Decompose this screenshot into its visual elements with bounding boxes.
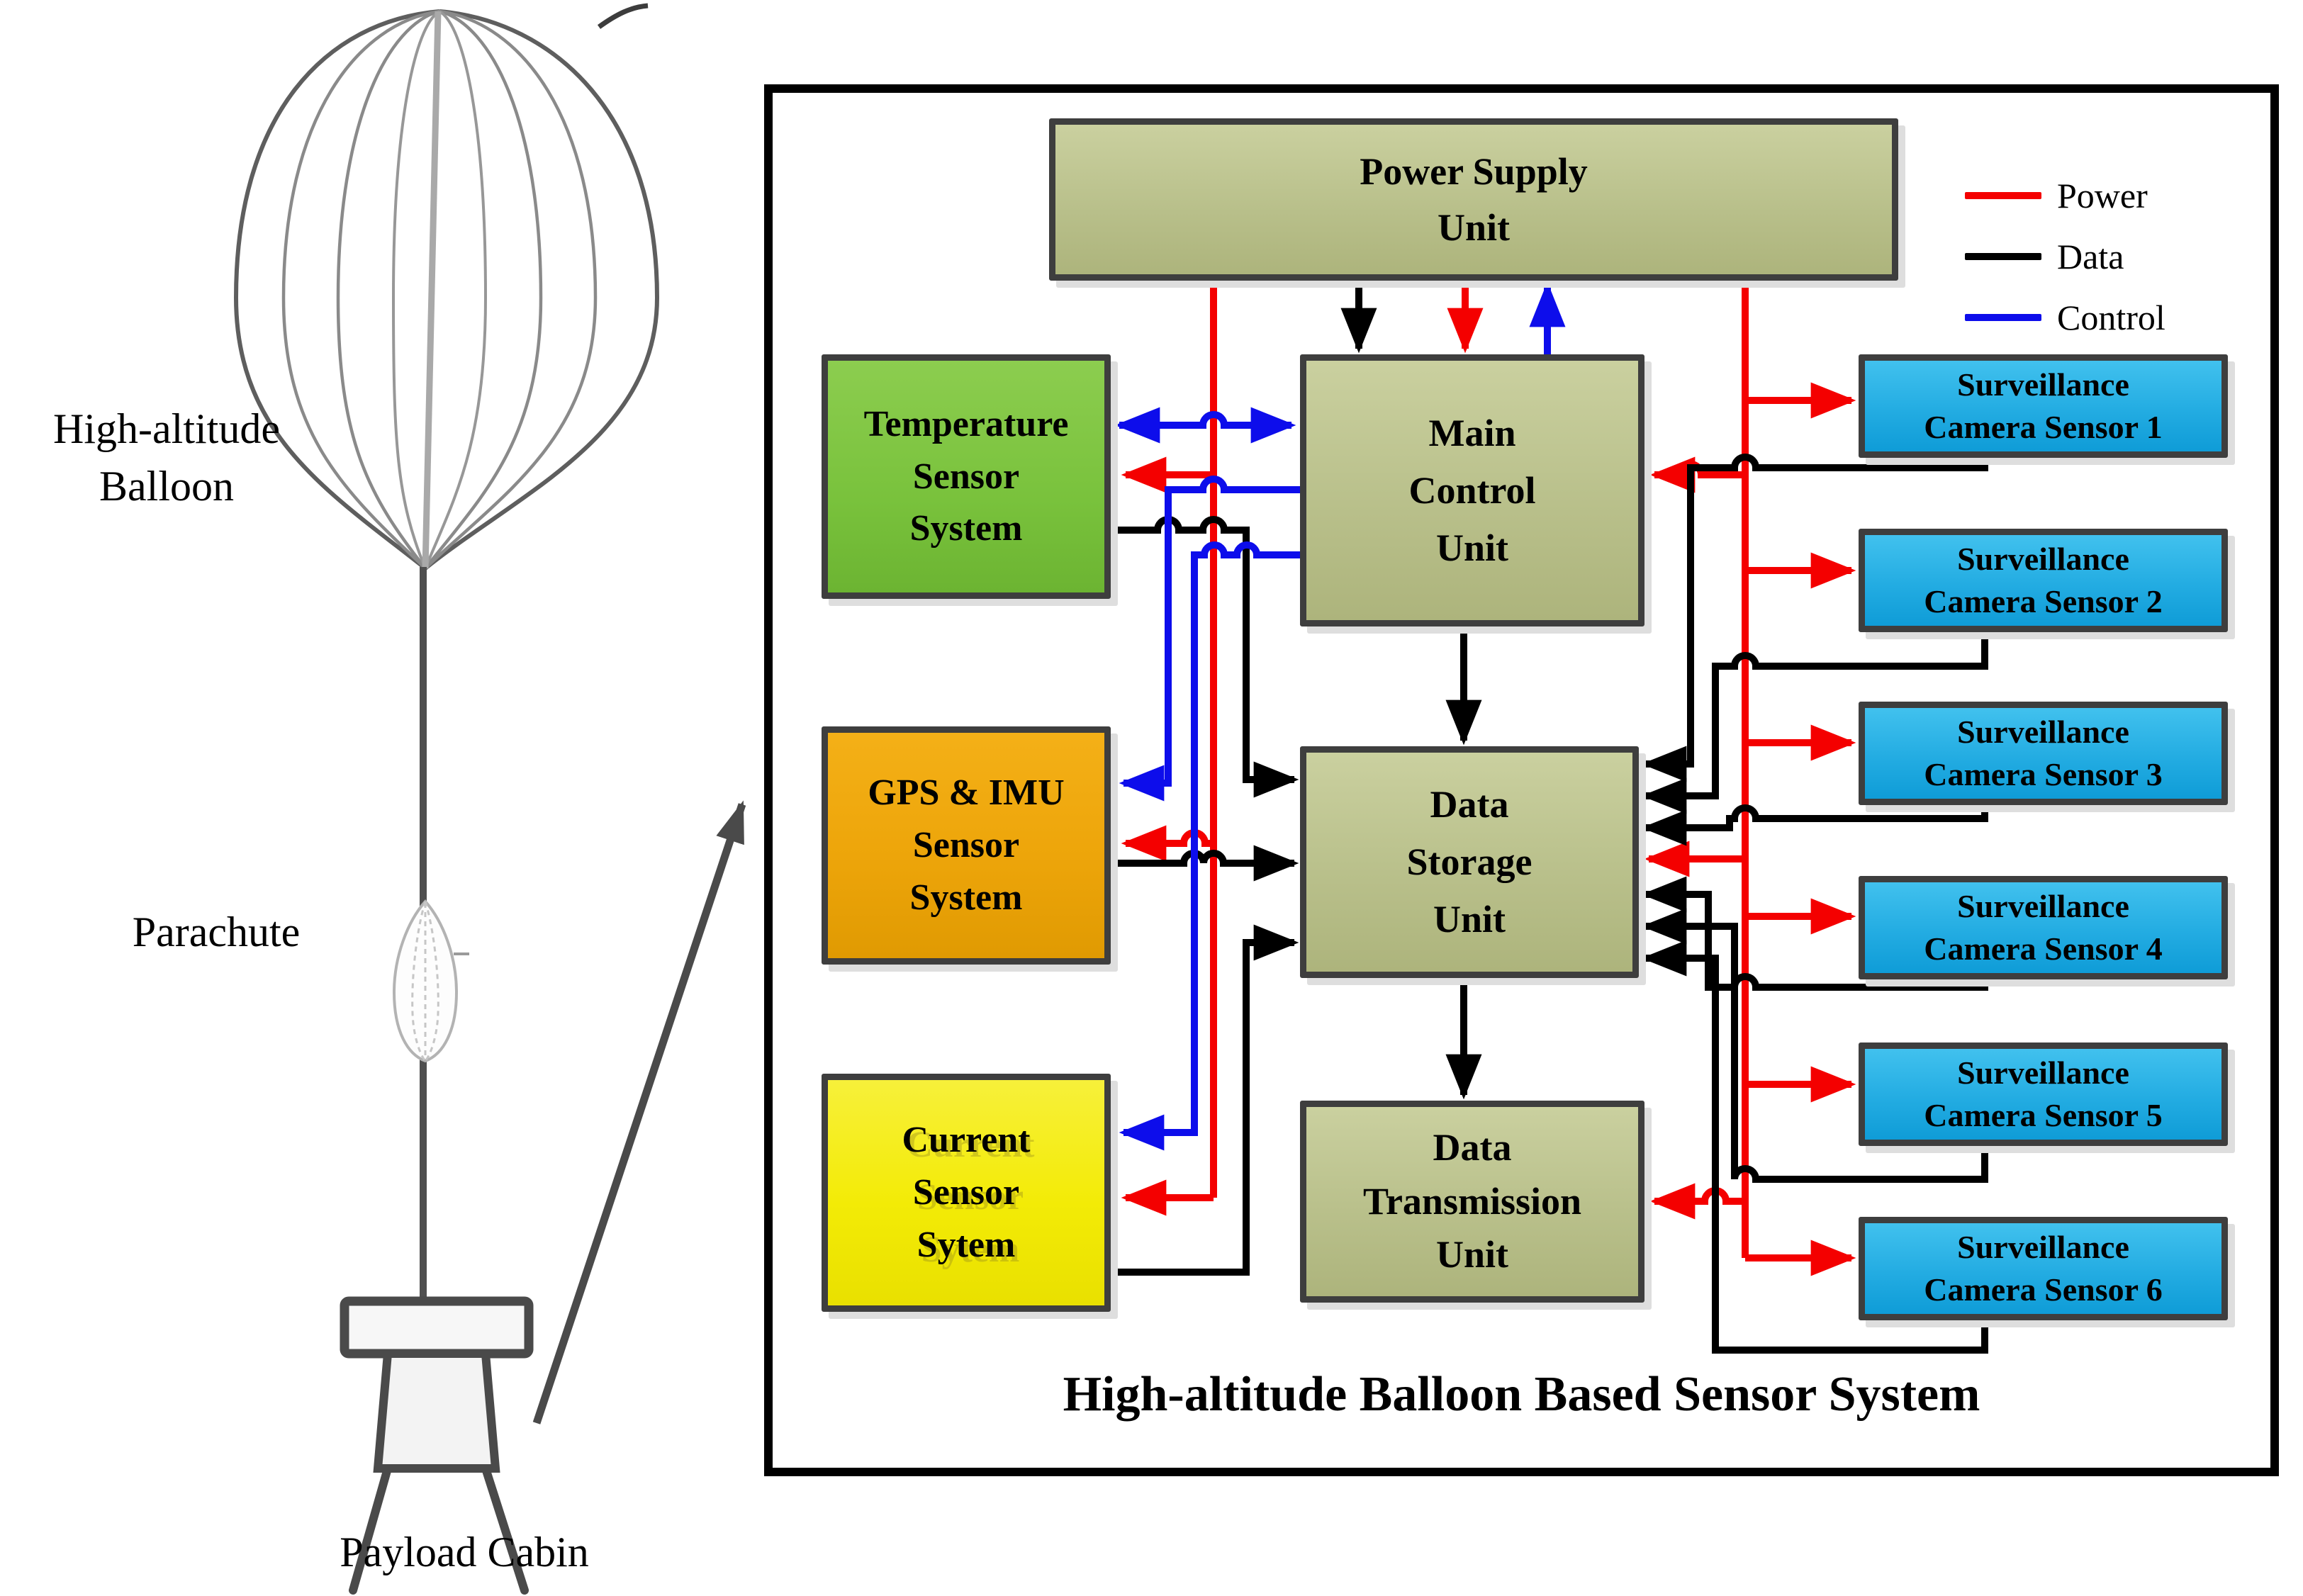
wire-camera-6-data bbox=[1641, 940, 1988, 1354]
camera-sensor-4-label: Surveillance Camera Sensor 4 bbox=[1924, 888, 2163, 967]
wire-mcu-to-current-control bbox=[1119, 541, 1300, 1151]
temperature-sensor-box: Temperature Sensor System bbox=[822, 354, 1111, 599]
balloon-outline-right bbox=[424, 9, 660, 571]
legend-item-power: Power bbox=[1965, 176, 2165, 215]
data-wires bbox=[1109, 279, 1988, 1354]
legend-item-data: Data bbox=[1965, 237, 2165, 276]
legend-label: Control bbox=[2057, 298, 2165, 337]
balloon-illustration bbox=[233, 3, 746, 1595]
temperature-sensor-label: Temperature Sensor System bbox=[863, 403, 1069, 549]
camera-sensor-3-box: Surveillance Camera Sensor 3 bbox=[1859, 702, 2228, 805]
camera-sensor-6-box: Surveillance Camera Sensor 6 bbox=[1859, 1217, 2228, 1320]
balloon-outline-left bbox=[233, 9, 440, 571]
balloon-label: High-altitude Balloon bbox=[53, 405, 280, 510]
pointer-arrow bbox=[532, 800, 746, 1424]
system-boundary-box bbox=[764, 84, 2279, 1476]
camera-sensor-5-box: Surveillance Camera Sensor 5 bbox=[1859, 1043, 2228, 1146]
gps-imu-sensor-box: GPS & IMU Sensor System bbox=[822, 726, 1111, 965]
legend-item-control: Control bbox=[1965, 298, 2165, 337]
balloon-gore bbox=[424, 9, 598, 570]
data-transmission-unit-box: Data Transmission Unit bbox=[1300, 1101, 1644, 1303]
parachute-gore bbox=[424, 901, 439, 1062]
payload-cabin-leg-right bbox=[481, 1464, 529, 1595]
main-control-unit-box: Main Control Unit bbox=[1300, 354, 1644, 626]
wire-camera-1-data bbox=[1641, 454, 1988, 782]
wire-gps-data bbox=[1109, 845, 1299, 882]
wire-camera-2-data bbox=[1641, 631, 1988, 814]
camera-sensor-3-label: Surveillance Camera Sensor 3 bbox=[1924, 714, 2163, 792]
legend-label: Power bbox=[2057, 176, 2148, 215]
payload-cabin-label: Payload Cabin bbox=[340, 1529, 589, 1575]
camera-sensor-6-label: Surveillance Camera Sensor 6 bbox=[1924, 1229, 2163, 1308]
wire-current-data bbox=[1109, 924, 1299, 1276]
balloon-gore bbox=[424, 10, 488, 569]
parachute-label: Parachute bbox=[132, 909, 301, 955]
gps-imu-sensor-label: GPS & IMU Sensor System bbox=[868, 772, 1065, 918]
legend: Power Data Control bbox=[1965, 176, 2165, 359]
diagram-title: High-altitude Balloon Based Sensor Syste… bbox=[1063, 1367, 1980, 1422]
balloon-gore bbox=[336, 9, 440, 570]
main-control-unit-label: Main Control Unit bbox=[1408, 411, 1536, 569]
current-sensor-label: Current Sensor Sytem bbox=[902, 1120, 1031, 1265]
camera-sensor-2-box: Surveillance Camera Sensor 2 bbox=[1859, 529, 2228, 632]
legend-label: Data bbox=[2057, 237, 2124, 276]
camera-sensor-1-box: Surveillance Camera Sensor 1 bbox=[1859, 354, 2228, 458]
balloon-center-line bbox=[422, 11, 442, 569]
balloon-gore bbox=[424, 9, 543, 570]
wire-mcu-to-gps-control bbox=[1119, 476, 1300, 802]
data-storage-unit-box: Data Storage Unit bbox=[1300, 746, 1639, 978]
camera-sensor-2-label: Surveillance Camera Sensor 2 bbox=[1924, 541, 2163, 619]
payload-cabin-top bbox=[340, 1296, 534, 1359]
data-storage-unit-label: Data Storage Unit bbox=[1406, 783, 1532, 940]
balloon-gore bbox=[391, 10, 441, 569]
current-sensor-box: Current Sensor Sytem bbox=[822, 1074, 1111, 1312]
wire-camera-3-data bbox=[1641, 804, 1988, 846]
power-supply-unit-label: Power Supply Unit bbox=[1360, 150, 1588, 249]
wire-camera-5-data bbox=[1641, 908, 1988, 1183]
data-line-swatch bbox=[1965, 253, 2041, 260]
camera-sensor-5-label: Surveillance Camera Sensor 5 bbox=[1924, 1055, 2163, 1133]
payload-cabin-body bbox=[373, 1349, 500, 1473]
balloon-top-curl bbox=[597, 3, 649, 29]
wire-temperature-data bbox=[1109, 516, 1299, 798]
data-transmission-unit-label: Data Transmission Unit bbox=[1362, 1126, 1582, 1276]
power-line-swatch bbox=[1965, 192, 2041, 199]
camera-sensor-4-box: Surveillance Camera Sensor 4 bbox=[1859, 876, 2228, 979]
wire-mcu-temperature-control bbox=[1114, 407, 1296, 444]
control-wires bbox=[1114, 281, 1566, 1151]
camera-sensor-1-label: Surveillance Camera Sensor 1 bbox=[1924, 366, 2163, 445]
balloon-gore bbox=[281, 9, 440, 570]
parachute-gore bbox=[411, 901, 427, 1062]
control-line-swatch bbox=[1965, 314, 2041, 321]
power-supply-unit-box: Power Supply Unit bbox=[1049, 118, 1898, 281]
payload-cabin-leg-left bbox=[349, 1464, 392, 1595]
